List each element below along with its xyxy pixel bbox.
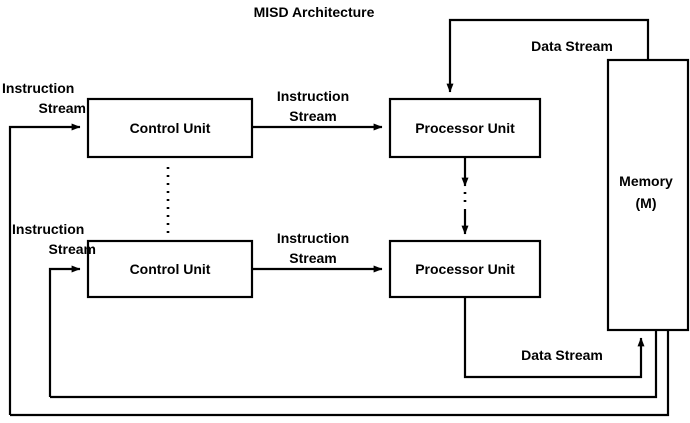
instruction-stream-bottom-input-path	[48, 265, 81, 397]
instruction-stream-bottom-middle-label-line1: Instruction	[277, 230, 349, 246]
data-stream-bottom-path	[463, 297, 645, 379]
processor-unit-bottom-label: Processor Unit	[415, 261, 515, 277]
memory-return-inner-path	[50, 330, 658, 399]
memory-return-outer-path	[10, 330, 670, 417]
instruction-stream-top-input-label-line2: Stream	[39, 100, 86, 116]
data-stream-top-label: Data Stream	[531, 38, 613, 54]
instruction-stream-bottom-input-label-line1: Instruction	[12, 221, 84, 237]
instruction-stream-top-input-path	[8, 123, 81, 415]
instruction-stream-bottom-input-label-line2: Stream	[49, 241, 96, 257]
data-stream-top-path	[446, 18, 650, 93]
data-stream-bottom-label: Data Stream	[521, 347, 603, 363]
memory-label-line1: Memory	[619, 173, 673, 189]
control-unit-top-box[interactable]	[86, 97, 254, 159]
instruction-stream-top-input-label-line1: Instruction	[2, 80, 74, 96]
memory-label-line2: (M)	[636, 195, 657, 211]
control-unit-bottom-box[interactable]	[86, 239, 254, 299]
processor-unit-top-box[interactable]	[388, 97, 542, 159]
instruction-stream-bottom-middle-label-line2: Stream	[289, 250, 336, 266]
memory-box[interactable]	[606, 58, 690, 332]
instruction-stream-top-middle-label-line2: Stream	[289, 108, 336, 124]
instruction-stream-top-middle-label-line1: Instruction	[277, 88, 349, 104]
diagram-title: MISD Architecture	[254, 4, 375, 20]
control-unit-top-label: Control Unit	[130, 120, 211, 136]
processor-unit-top-label: Processor Unit	[415, 120, 515, 136]
control-unit-bottom-label: Control Unit	[130, 261, 211, 277]
processor-unit-bottom-box[interactable]	[388, 239, 542, 299]
